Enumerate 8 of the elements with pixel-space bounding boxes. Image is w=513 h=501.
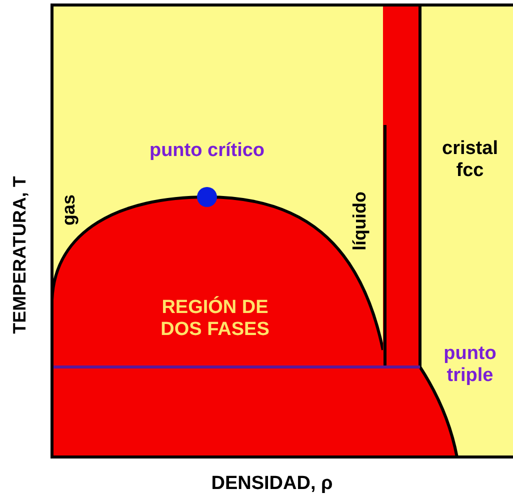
phase-label: cristal fcc [441,138,499,182]
point-label: punto triple [442,343,498,387]
axis-title: DENSIDAD, ρ [211,473,333,495]
region-label: REGIÓN DE DOS FASES [160,297,270,341]
phase-label: líquido [350,192,370,250]
point-label: punto crítico [148,140,266,162]
phase-label: gas [58,194,80,226]
axis-title: TEMPERATURA, T [10,176,30,334]
